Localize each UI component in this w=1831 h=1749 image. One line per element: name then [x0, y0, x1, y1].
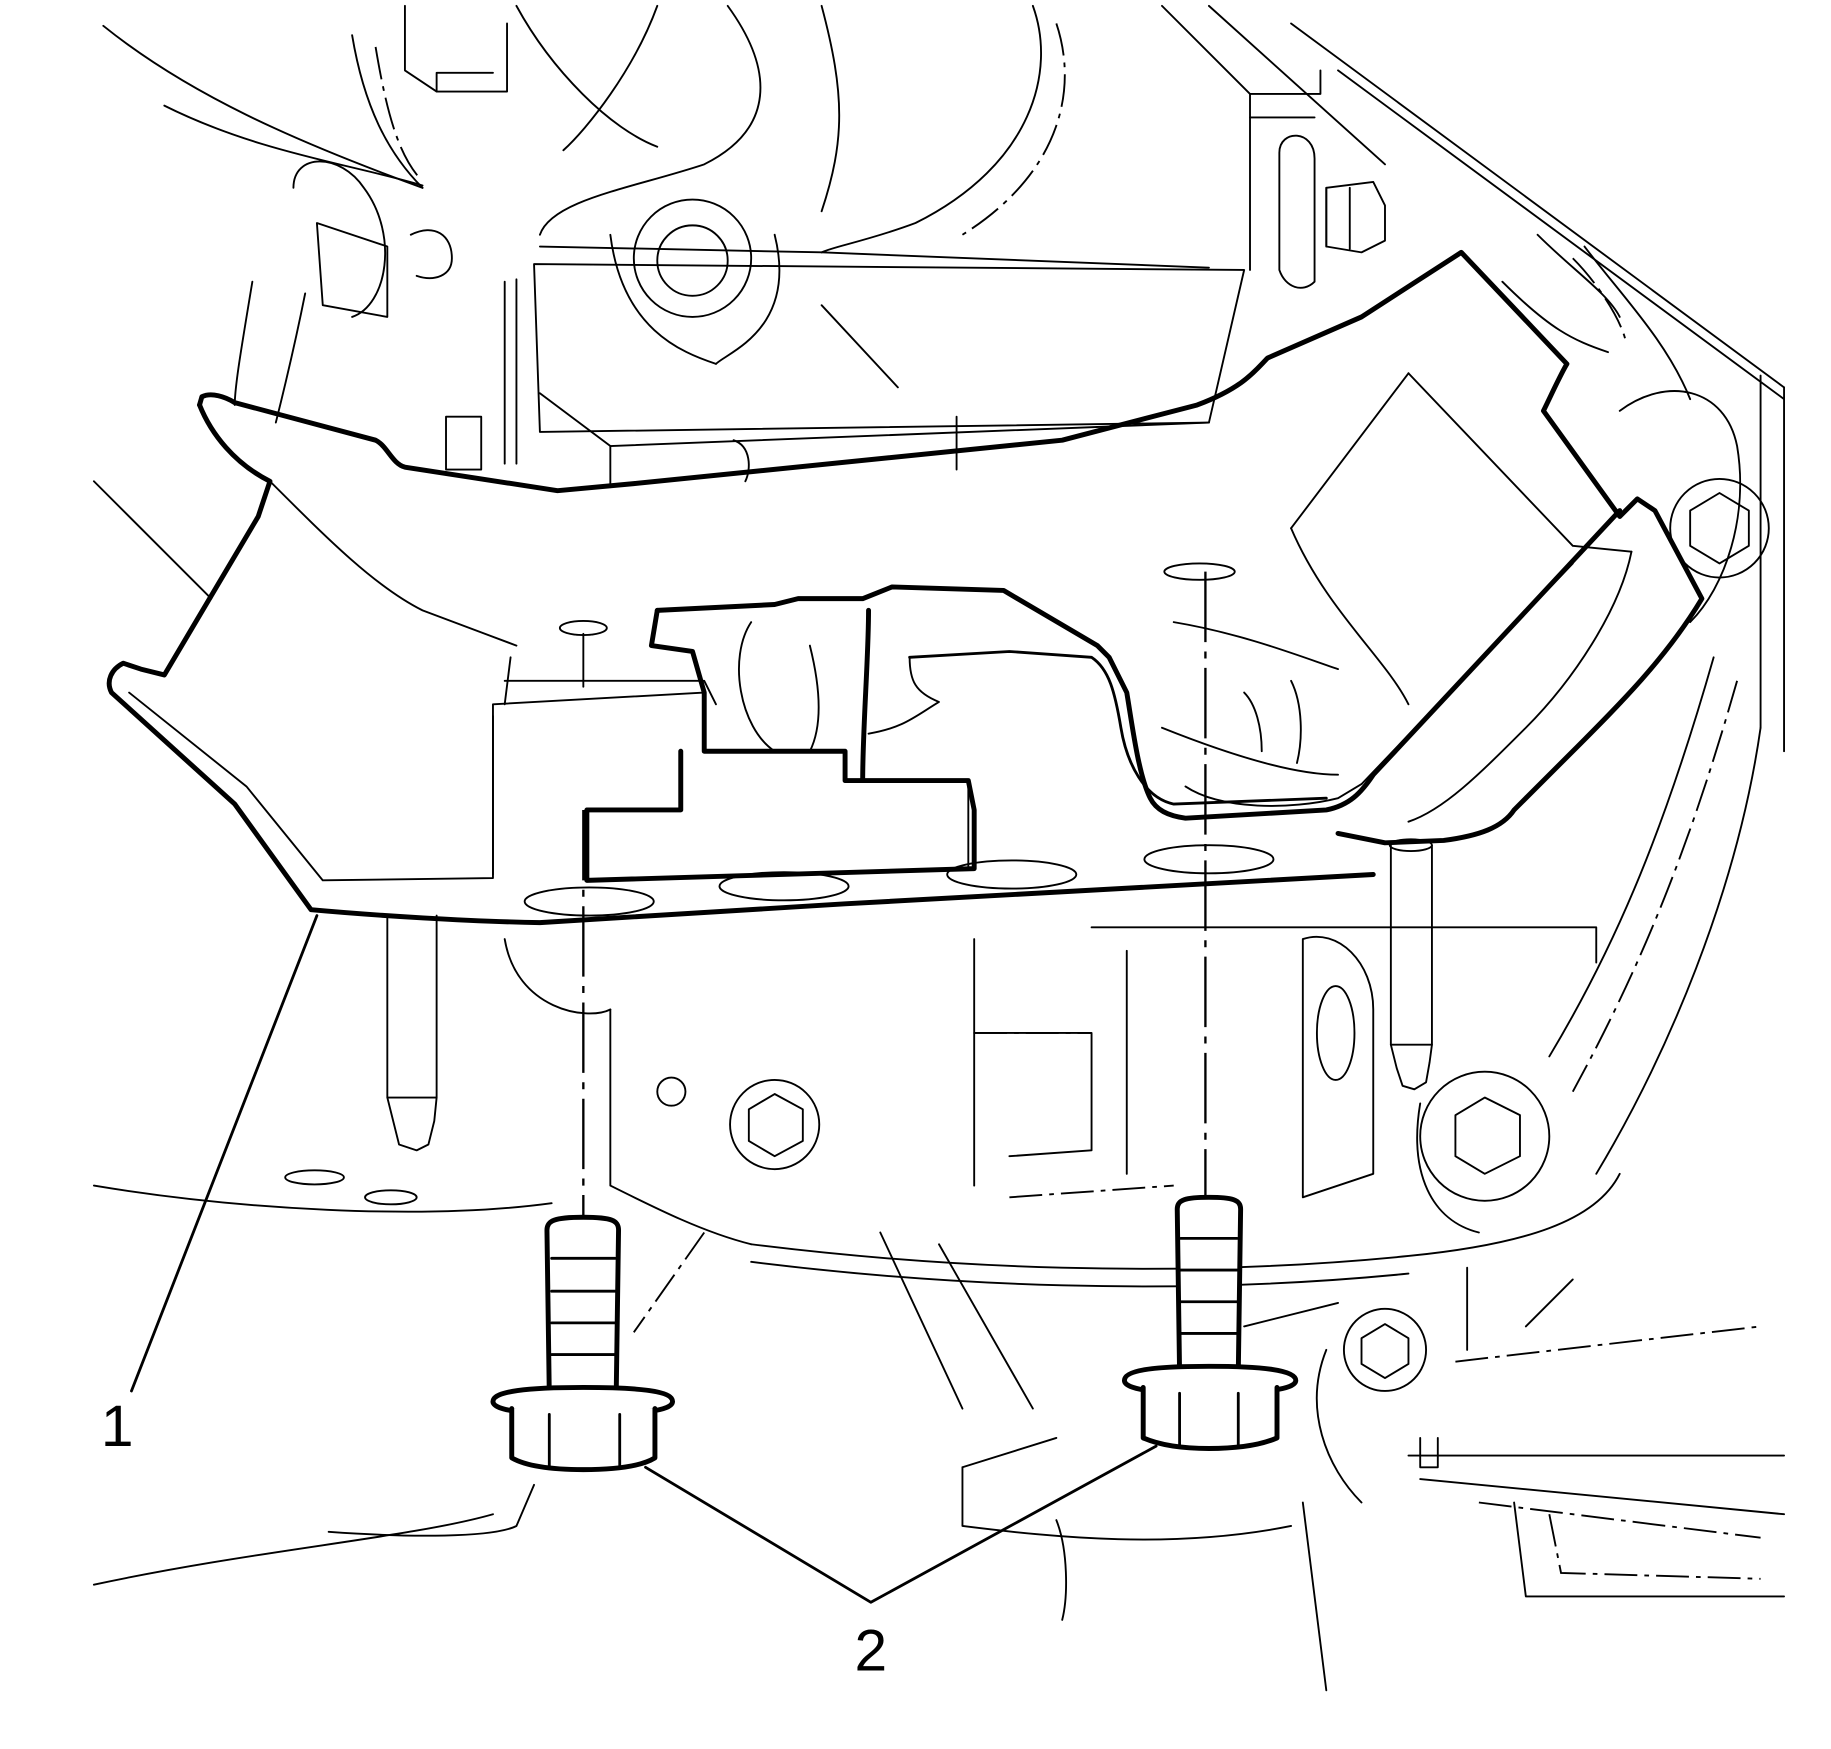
callout-1-label: 1 [101, 1394, 134, 1459]
engine-background [92, 4, 1785, 1692]
callout-2-label: 2 [854, 1618, 887, 1683]
callout-leaders [130, 914, 1158, 1604]
callout-labels: 1 2 [101, 1394, 887, 1683]
bolt-left [490, 1214, 676, 1473]
mount-studs [386, 838, 1433, 1152]
bolt-alignment-lines [582, 571, 1207, 1221]
bolt-right [1121, 1194, 1299, 1451]
mount-bracket [106, 249, 1705, 926]
mount-insulator [584, 508, 1623, 883]
